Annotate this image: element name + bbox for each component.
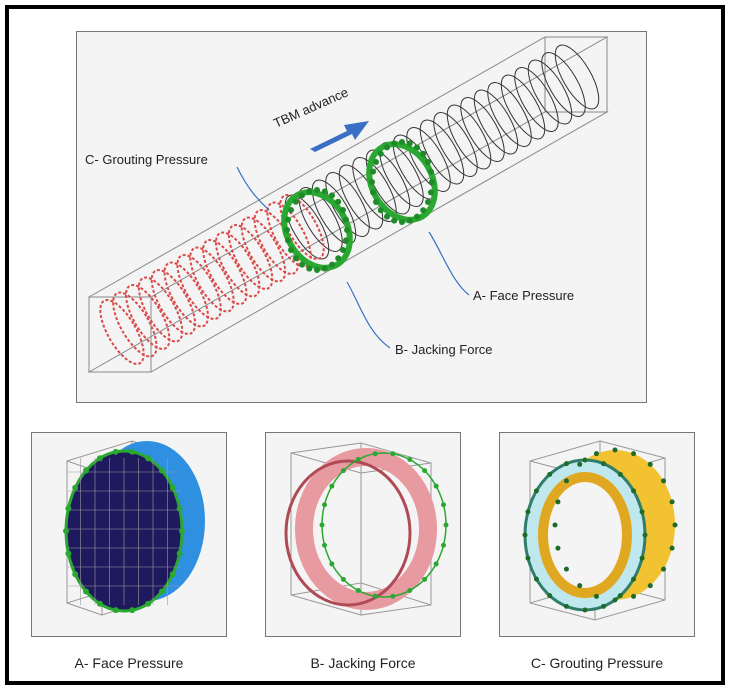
jacking-force-ring: [281, 187, 353, 273]
tunnel-model-panel: TBM advance C- Grouting Pressure A- Face…: [76, 31, 647, 403]
jacking-ring-edge: [284, 459, 412, 607]
callout-a-leader: [428, 231, 470, 296]
face-pressure-drawing: [63, 440, 205, 616]
callout-face-pressure: A- Face Pressure: [473, 288, 574, 303]
tbm-advance-arrow: [310, 121, 369, 152]
caption-grouting-pressure: C- Grouting Pressure: [530, 655, 664, 671]
callout-grouting-pressure: C- Grouting Pressure: [85, 152, 208, 167]
callout-b-leader: [346, 281, 391, 349]
jacking-force-panel: [265, 432, 461, 637]
lining-segments: [99, 194, 325, 365]
caption-jacking-force: B- Jacking Force: [310, 655, 416, 671]
face-pressure-ring: [366, 139, 438, 225]
grouting-pressure-panel: [499, 432, 695, 637]
callout-c-leader: [236, 166, 270, 211]
callout-jacking-force: B- Jacking Force: [395, 342, 493, 357]
tbm-advance-label: TBM advance: [271, 84, 350, 130]
soil-box: [87, 36, 609, 373]
grouting-pressure-drawing: [522, 440, 678, 621]
figure-frame: [5, 5, 725, 685]
tunnel-model-drawing: TBM advance C- Grouting Pressure A- Face…: [85, 36, 609, 373]
jacking-force-drawing: [284, 442, 449, 616]
caption-face-pressure: A- Face Pressure: [74, 655, 184, 671]
tunnel-rings: [284, 44, 600, 260]
face-pressure-panel: [31, 432, 227, 637]
